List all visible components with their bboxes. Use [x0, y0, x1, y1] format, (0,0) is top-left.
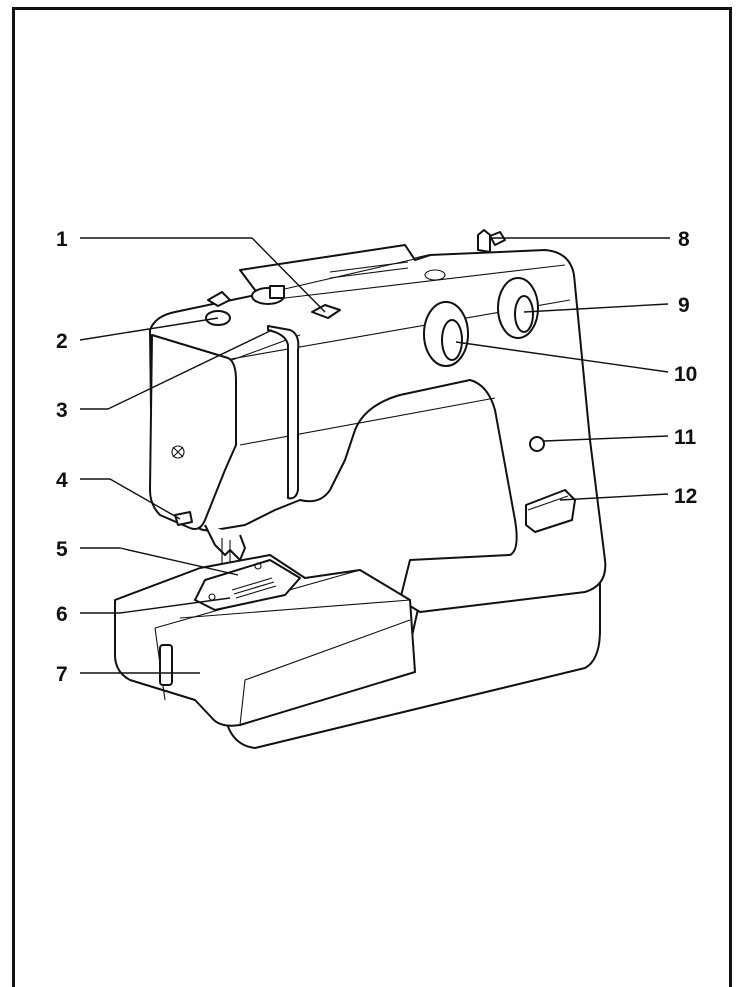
callout-label-9: 9 — [678, 294, 690, 317]
leader-line-12 — [559, 493, 669, 501]
page-border — [12, 7, 732, 987]
callout-lines — [79, 237, 670, 674]
sewing-machine-illustration — [114, 229, 607, 749]
leader-line-9 — [523, 303, 669, 313]
callout-label-10: 10 — [674, 363, 697, 386]
leader-line-10 — [455, 341, 669, 373]
callout-label-3: 3 — [56, 399, 68, 422]
leader-line-3b — [107, 329, 273, 410]
leader-line-2 — [79, 317, 219, 341]
callout-label-2: 2 — [56, 330, 68, 353]
callout-label-11: 11 — [674, 426, 697, 449]
leader-line-1b — [251, 237, 326, 313]
callout-label-8: 8 — [678, 228, 690, 251]
callout-labels: 1 2 3 4 5 6 7 8 9 10 11 12 — [56, 228, 697, 686]
leader-line-11 — [543, 435, 669, 442]
leader-line-4b — [109, 478, 181, 520]
callout-label-1: 1 — [56, 228, 68, 251]
leader-line-6b — [119, 597, 231, 614]
leader-line-5b — [119, 547, 239, 576]
callout-label-7: 7 — [56, 663, 68, 686]
callout-label-5: 5 — [56, 538, 68, 561]
callout-label-12: 12 — [674, 485, 697, 508]
callout-label-4: 4 — [56, 469, 68, 492]
callout-label-6: 6 — [56, 603, 68, 626]
